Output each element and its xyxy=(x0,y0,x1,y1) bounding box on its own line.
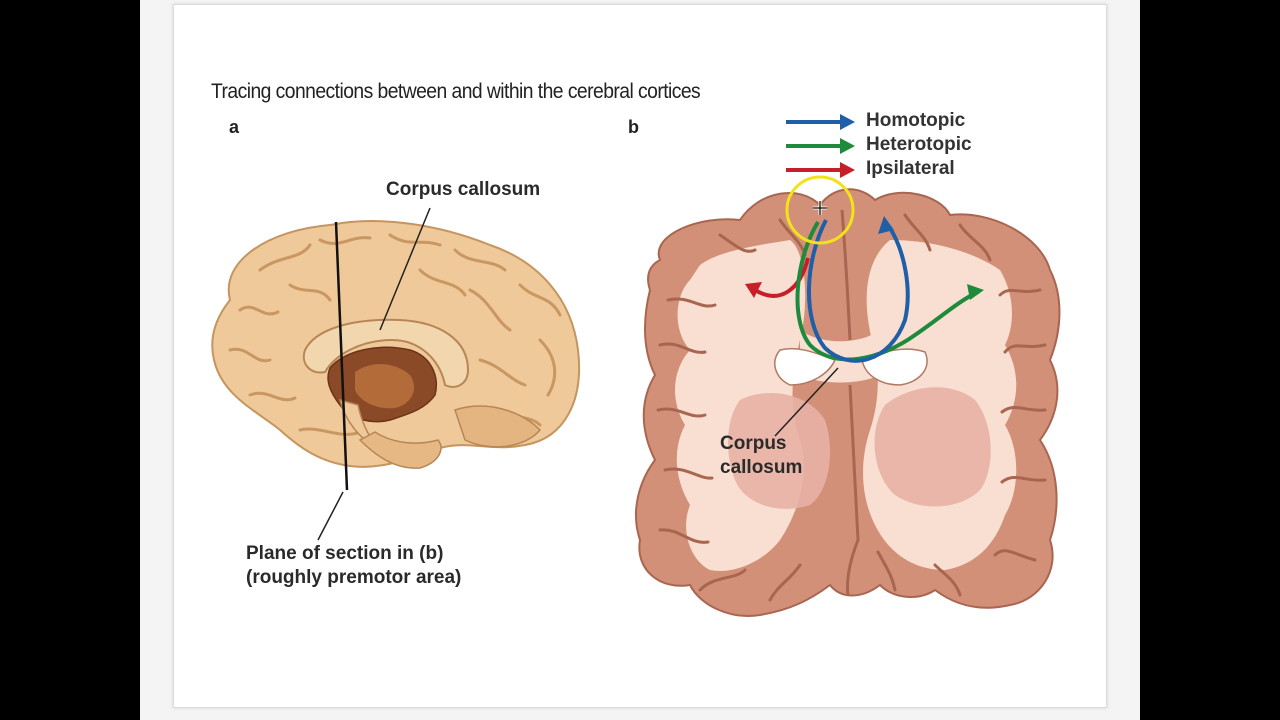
homotopic-arrowhead xyxy=(878,216,894,234)
panel-b-label: b xyxy=(628,117,639,137)
plane-of-section-line xyxy=(334,221,349,491)
cursor-highlight-ring xyxy=(785,175,855,245)
figure-title: Tracing connections between and within t… xyxy=(211,80,701,103)
move-cursor-icon xyxy=(813,201,827,215)
panel-a-label: a xyxy=(229,117,240,137)
plane-label-line2: (roughly premotor area) xyxy=(246,567,462,588)
ipsilateral-arrow xyxy=(753,257,810,298)
corpus-callosum-leader-a xyxy=(379,207,431,331)
heterotopic-arrowhead xyxy=(967,284,984,300)
legend-ipsilateral-label: Ipsilateral xyxy=(866,158,955,179)
legend-arrows xyxy=(786,114,855,178)
plane-label-line1: Plane of section in (b) xyxy=(246,543,444,564)
plane-leader xyxy=(317,491,344,541)
homotopic-arrow xyxy=(807,219,910,363)
corpus-callosum-leader-b xyxy=(774,367,839,437)
legend-heterotopic-label: Heterotopic xyxy=(866,134,972,155)
legend-homotopic-label: Homotopic xyxy=(866,110,966,131)
corpus-callosum-label-a: Corpus callosum xyxy=(386,179,541,200)
legend-heterotopic-arrowhead xyxy=(840,138,855,154)
brain-medial-view xyxy=(211,220,580,469)
coronal-section xyxy=(634,188,1061,617)
connection-arrows xyxy=(745,216,984,363)
ipsilateral-arrowhead xyxy=(745,282,762,298)
legend-ipsilateral-arrowhead xyxy=(840,162,855,178)
corpus-callosum-label-b-line2: callosum xyxy=(720,457,803,478)
corpus-callosum-label-b-line1: Corpus xyxy=(720,433,787,454)
legend-homotopic-arrowhead xyxy=(840,114,855,130)
